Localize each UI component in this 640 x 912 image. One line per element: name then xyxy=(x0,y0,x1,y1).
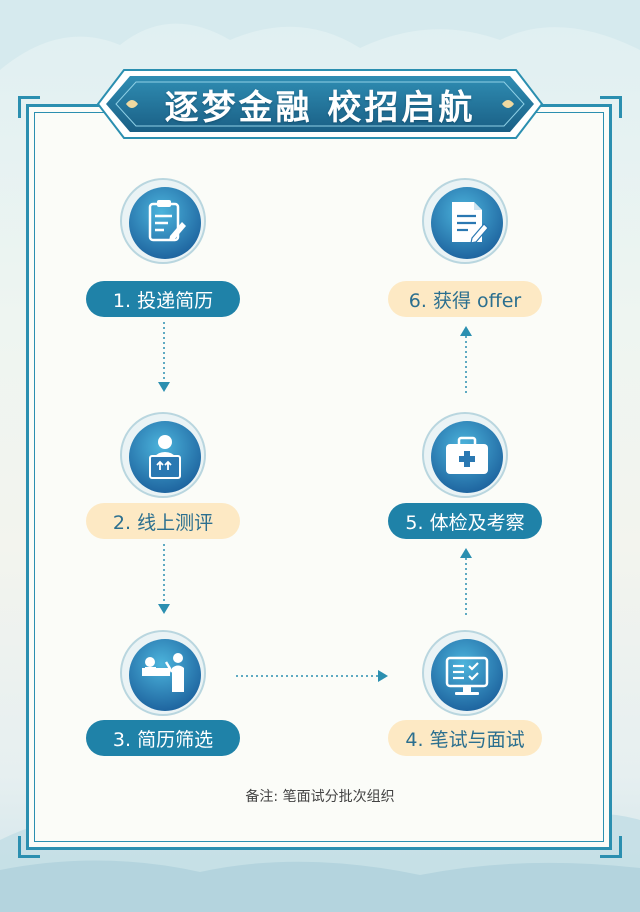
corner-ornament xyxy=(18,96,40,118)
step-4-label: 4. 笔试与面试 xyxy=(388,720,542,756)
step-6-label: 6. 获得 offer xyxy=(388,281,542,317)
arrow-step5-to-step6 xyxy=(460,326,472,396)
arrow-step1-to-step2 xyxy=(158,322,170,392)
offer-document-icon xyxy=(431,187,503,259)
step-6-icon-circle xyxy=(422,178,508,264)
computer-test-icon xyxy=(431,639,503,711)
title-banner xyxy=(96,69,544,139)
online-assessment-icon xyxy=(129,421,201,493)
corner-ornament xyxy=(18,836,40,858)
step-2-icon-circle xyxy=(120,412,206,498)
resume-clipboard-icon xyxy=(129,187,201,259)
step-4-icon-circle xyxy=(422,630,508,716)
step-1-icon-circle xyxy=(120,178,206,264)
screening-presentation-icon xyxy=(129,639,201,711)
step-5-icon-circle xyxy=(422,412,508,498)
arrow-step4-to-step5 xyxy=(460,548,472,618)
medical-kit-icon xyxy=(431,421,503,493)
corner-ornament xyxy=(600,96,622,118)
step-2-label: 2. 线上测评 xyxy=(86,503,240,539)
step-1-label: 1. 投递简历 xyxy=(86,281,240,317)
corner-ornament xyxy=(600,836,622,858)
step-3-label: 3. 简历筛选 xyxy=(86,720,240,756)
page-title: 逐梦金融 校招启航 xyxy=(164,87,476,128)
arrow-step3-to-step4 xyxy=(236,670,388,682)
step-5-label: 5. 体检及考察 xyxy=(388,503,542,539)
arrow-step2-to-step3 xyxy=(158,544,170,614)
step-3-icon-circle xyxy=(120,630,206,716)
footnote: 备注: 笔面试分批次组织 xyxy=(245,789,395,805)
